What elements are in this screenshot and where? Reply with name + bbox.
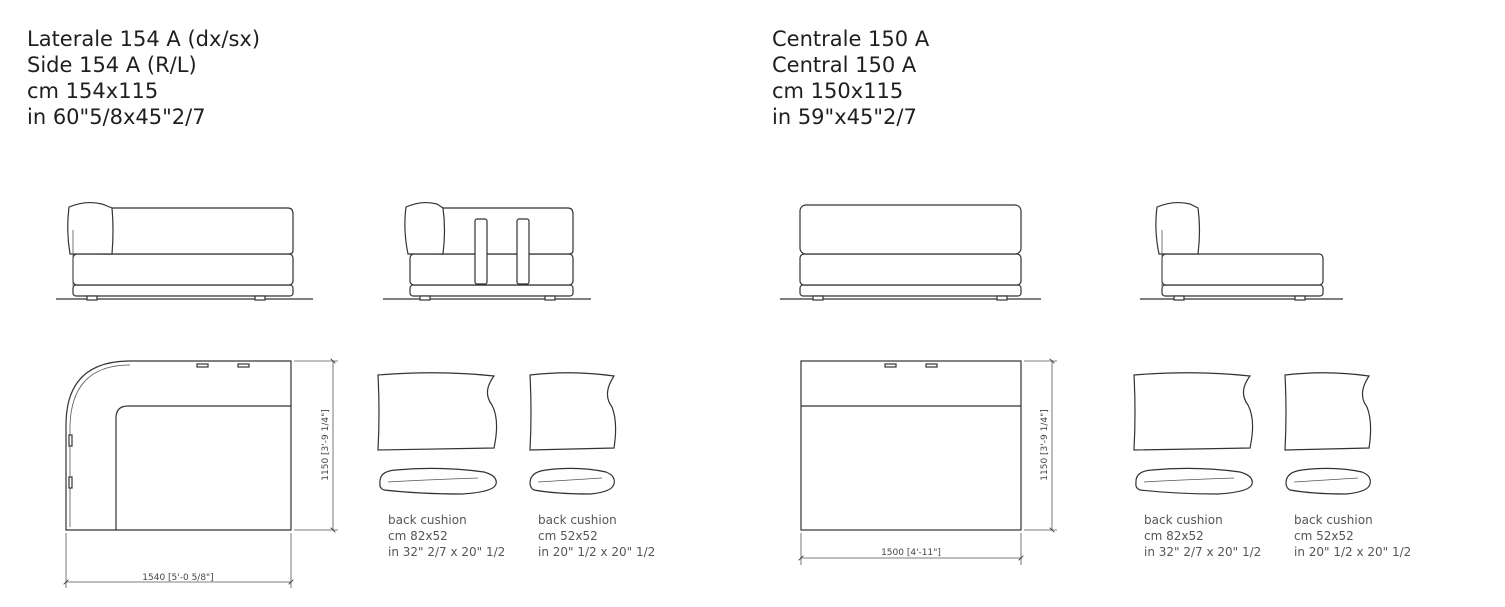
left-cushion-52x52-cm: cm 52x52 (538, 529, 598, 543)
right-title: Centrale 150 A (772, 27, 930, 51)
right-cushion-82x52-label: back cushion (1144, 513, 1223, 527)
right-side-elevation (1140, 201, 1343, 301)
left-subtitle: Side 154 A (R/L) (27, 53, 197, 77)
left-title: Laterale 154 A (dx/sx) (27, 27, 261, 51)
left-side-elevation (383, 201, 591, 301)
left-cushion-52x52-in: in 20" 1/2 x 20" 1/2 (538, 545, 655, 559)
right-plan-view (801, 361, 1057, 565)
right-depth-dimension: 1150 [3'-9 1/4"] (1040, 409, 1050, 480)
left-plan-view (66, 361, 338, 588)
right-size-in: in 59"x45"2/7 (772, 105, 917, 129)
right-size-cm: cm 150x115 (772, 79, 904, 103)
right-cushion-82x52-drawing (1133, 372, 1254, 495)
left-cushion-82x52-in: in 32" 2/7 x 20" 1/2 (388, 545, 505, 559)
right-cushion-82x52-in: in 32" 2/7 x 20" 1/2 (1144, 545, 1261, 559)
left-width-dimension: 1540 [5'-0 5/8"] (142, 573, 213, 583)
right-cushion-52x52-cm: cm 52x52 (1294, 529, 1354, 543)
left-depth-dimension: 1150 [3'-9 1/4"] (321, 409, 331, 480)
right-cushion-52x52-drawing (1284, 372, 1372, 495)
left-cushion-82x52-drawing (377, 372, 498, 495)
right-module-title-block: Centrale 150 A Central 150 A cm 150x115 … (772, 26, 929, 130)
left-cushion-82x52-cm: cm 82x52 (388, 529, 448, 543)
left-size-in: in 60"5/8x45"2/7 (27, 105, 206, 129)
right-cushion-82x52-cm: cm 82x52 (1144, 529, 1204, 543)
right-subtitle: Central 150 A (772, 53, 917, 77)
right-front-elevation (780, 204, 1041, 301)
right-cushion-52x52-label: back cushion (1294, 513, 1373, 527)
left-cushion-82x52-label: back cushion (388, 513, 467, 527)
right-cushion-52x52-in: in 20" 1/2 x 20" 1/2 (1294, 545, 1411, 559)
right-width-dimension: 1500 [4'-11"] (881, 548, 941, 558)
left-cushion-52x52-drawing (529, 372, 617, 495)
left-size-cm: cm 154x115 (27, 79, 159, 103)
left-front-elevation (56, 201, 313, 301)
left-module-title-block: Laterale 154 A (dx/sx) Side 154 A (R/L) … (27, 26, 260, 130)
left-cushion-52x52-label: back cushion (538, 513, 617, 527)
